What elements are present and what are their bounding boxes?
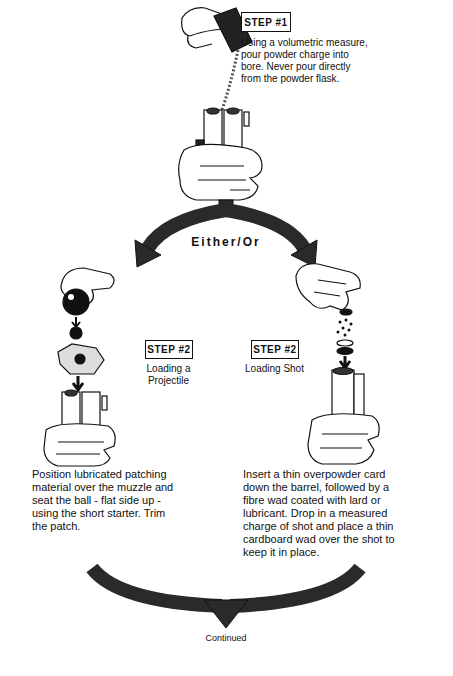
finger-lines	[56, 442, 104, 454]
small-arrow	[340, 356, 350, 368]
projectile-illustration	[44, 268, 115, 466]
hand-fingers	[296, 264, 360, 310]
patch	[58, 344, 104, 374]
nipple	[244, 112, 249, 126]
finger-lines	[320, 434, 368, 448]
muzzle	[227, 108, 239, 114]
step-instructions: Position lubricated patching material ov…	[32, 468, 174, 533]
step-box: STEP #2Loading Shot	[251, 340, 299, 359]
step-box: STEP #1	[241, 12, 291, 32]
wad	[337, 348, 353, 355]
pellet	[342, 327, 345, 330]
powder-stream	[222, 50, 238, 110]
muzzle	[207, 108, 219, 114]
continued-label: Continued	[166, 633, 286, 644]
small-arrow	[73, 376, 83, 390]
ball-on-patch	[75, 354, 85, 364]
pellet	[348, 329, 351, 332]
arrow-band	[230, 568, 360, 606]
step-instructions: Insert a thin overpowder card down the b…	[243, 468, 413, 559]
lead-ball	[63, 289, 89, 315]
step-number: STEP #2	[253, 344, 296, 355]
pellet	[350, 323, 353, 326]
ball-highlight	[68, 294, 74, 300]
arrow-head	[204, 600, 248, 628]
arrow-head	[291, 240, 317, 267]
split-arrows	[135, 200, 317, 267]
shot-pellets	[337, 319, 353, 337]
ball-small	[70, 327, 82, 339]
muzzle	[65, 390, 77, 396]
finger	[188, 36, 212, 48]
small-arrow	[72, 317, 80, 327]
choice-label: Either/Or	[166, 235, 286, 249]
step-number: STEP #2	[147, 344, 190, 355]
wad	[340, 309, 352, 315]
nipple	[102, 396, 107, 410]
step-instructions: Using a volumetric measure, pour powder …	[241, 37, 369, 85]
pellet	[339, 321, 342, 324]
finger-lines	[198, 166, 250, 190]
merge-arrows	[92, 568, 360, 628]
hand-bottom	[44, 424, 115, 466]
arrow-band	[92, 568, 222, 606]
step1-illustration	[179, 8, 262, 200]
wad	[337, 340, 353, 346]
arrow-head	[135, 240, 161, 267]
finger-lines	[314, 280, 346, 296]
step-heading: Loading Shot	[243, 363, 307, 375]
hand-bottom	[179, 144, 262, 200]
shot-illustration	[296, 264, 379, 464]
step-box: STEP #2Loading a Projectile	[145, 340, 193, 359]
pellet	[345, 319, 348, 322]
pellet	[337, 331, 340, 334]
step-number: STEP #1	[244, 17, 287, 28]
pellet	[344, 334, 347, 337]
step-heading: Loading a Projectile	[137, 363, 201, 387]
hand-bottom	[308, 414, 379, 464]
muzzle	[333, 368, 353, 375]
